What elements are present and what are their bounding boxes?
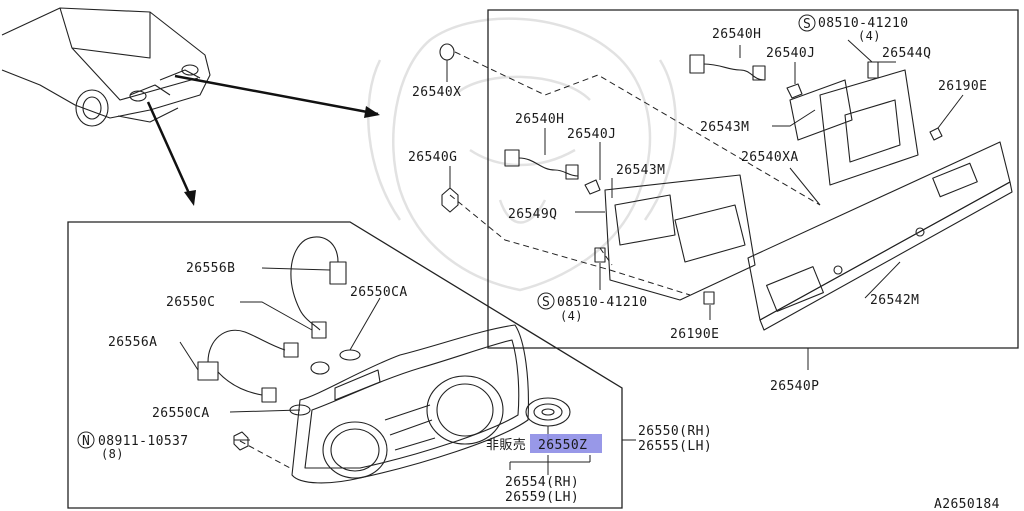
svg-text:S: S	[803, 17, 811, 32]
label-not-sold: 非販売	[486, 437, 526, 453]
lower-leaders	[179, 267, 636, 475]
label-26550-rh[interactable]: 26550(RH)	[638, 424, 712, 439]
selected-part-highlight	[530, 434, 602, 453]
screw-symbol-top: S	[798, 14, 816, 32]
label-26190E-top[interactable]: 26190E	[938, 79, 987, 94]
reference-code: A2650184	[934, 497, 1000, 511]
label-08510-top-qty: (4)	[858, 29, 881, 43]
label-26542M[interactable]: 26542M	[870, 293, 919, 308]
svg-text:S: S	[542, 295, 550, 310]
label-08510-bottom[interactable]: 08510-41210	[557, 295, 648, 310]
label-08510-bottom-qty: (4)	[560, 309, 583, 323]
svg-text:N: N	[82, 434, 90, 449]
pointer-arrows	[146, 74, 380, 206]
label-26555-lh[interactable]: 26555(LH)	[638, 439, 712, 454]
part-labels: 26540X 26540G 26540H 08510-41210 (4) 265…	[98, 16, 1000, 511]
combination-lamp	[291, 324, 529, 484]
label-26543M-top[interactable]: 26543M	[700, 120, 749, 135]
garnish-26542M	[747, 141, 1013, 331]
label-26556B[interactable]: 26556B	[186, 261, 235, 276]
license-lamp-assemblies	[604, 69, 919, 301]
label-26540J-top[interactable]: 26540J	[766, 46, 815, 61]
label-26556A[interactable]: 26556A	[108, 335, 157, 350]
label-26540XA[interactable]: 26540XA	[741, 150, 799, 165]
lower-assembly-box	[67, 221, 623, 509]
label-26543M-mid[interactable]: 26543M	[616, 163, 665, 178]
upper-wiring	[439, 43, 943, 305]
label-26540G[interactable]: 26540G	[408, 150, 457, 165]
label-26549Q[interactable]: 26549Q	[508, 207, 557, 222]
label-26559-lh[interactable]: 26559(LH)	[505, 490, 579, 505]
label-26190E-bottom[interactable]: 26190E	[670, 327, 719, 342]
dashed-guides	[449, 51, 821, 296]
label-26540P[interactable]: 26540P	[770, 379, 819, 394]
label-26550CA-top[interactable]: 26550CA	[350, 285, 408, 300]
label-26544Q[interactable]: 26544Q	[882, 46, 931, 61]
screw-symbol-bottom: S	[537, 292, 555, 310]
car-rear-illustration	[1, 7, 211, 127]
label-08510-top[interactable]: 08510-41210	[818, 16, 909, 31]
upper-leaders	[446, 39, 964, 320]
watermark-emblem	[367, 17, 677, 292]
label-08911[interactable]: 08911-10537	[98, 434, 189, 449]
label-26550C[interactable]: 26550C	[166, 295, 215, 310]
upper-assembly-box	[487, 9, 1019, 370]
label-26540X[interactable]: 26540X	[412, 85, 461, 100]
label-26540H-mid[interactable]: 26540H	[515, 112, 564, 127]
label-26550Z[interactable]: 26550Z	[538, 438, 587, 453]
lamp-sockets	[197, 236, 571, 451]
label-26554-rh[interactable]: 26554(RH)	[505, 475, 579, 490]
label-26540H-top[interactable]: 26540H	[712, 27, 761, 42]
label-08911-qty: (8)	[101, 447, 124, 461]
nut-symbol: N	[77, 431, 95, 449]
label-26550CA-bottom[interactable]: 26550CA	[152, 406, 210, 421]
label-26540J-mid[interactable]: 26540J	[567, 127, 616, 142]
